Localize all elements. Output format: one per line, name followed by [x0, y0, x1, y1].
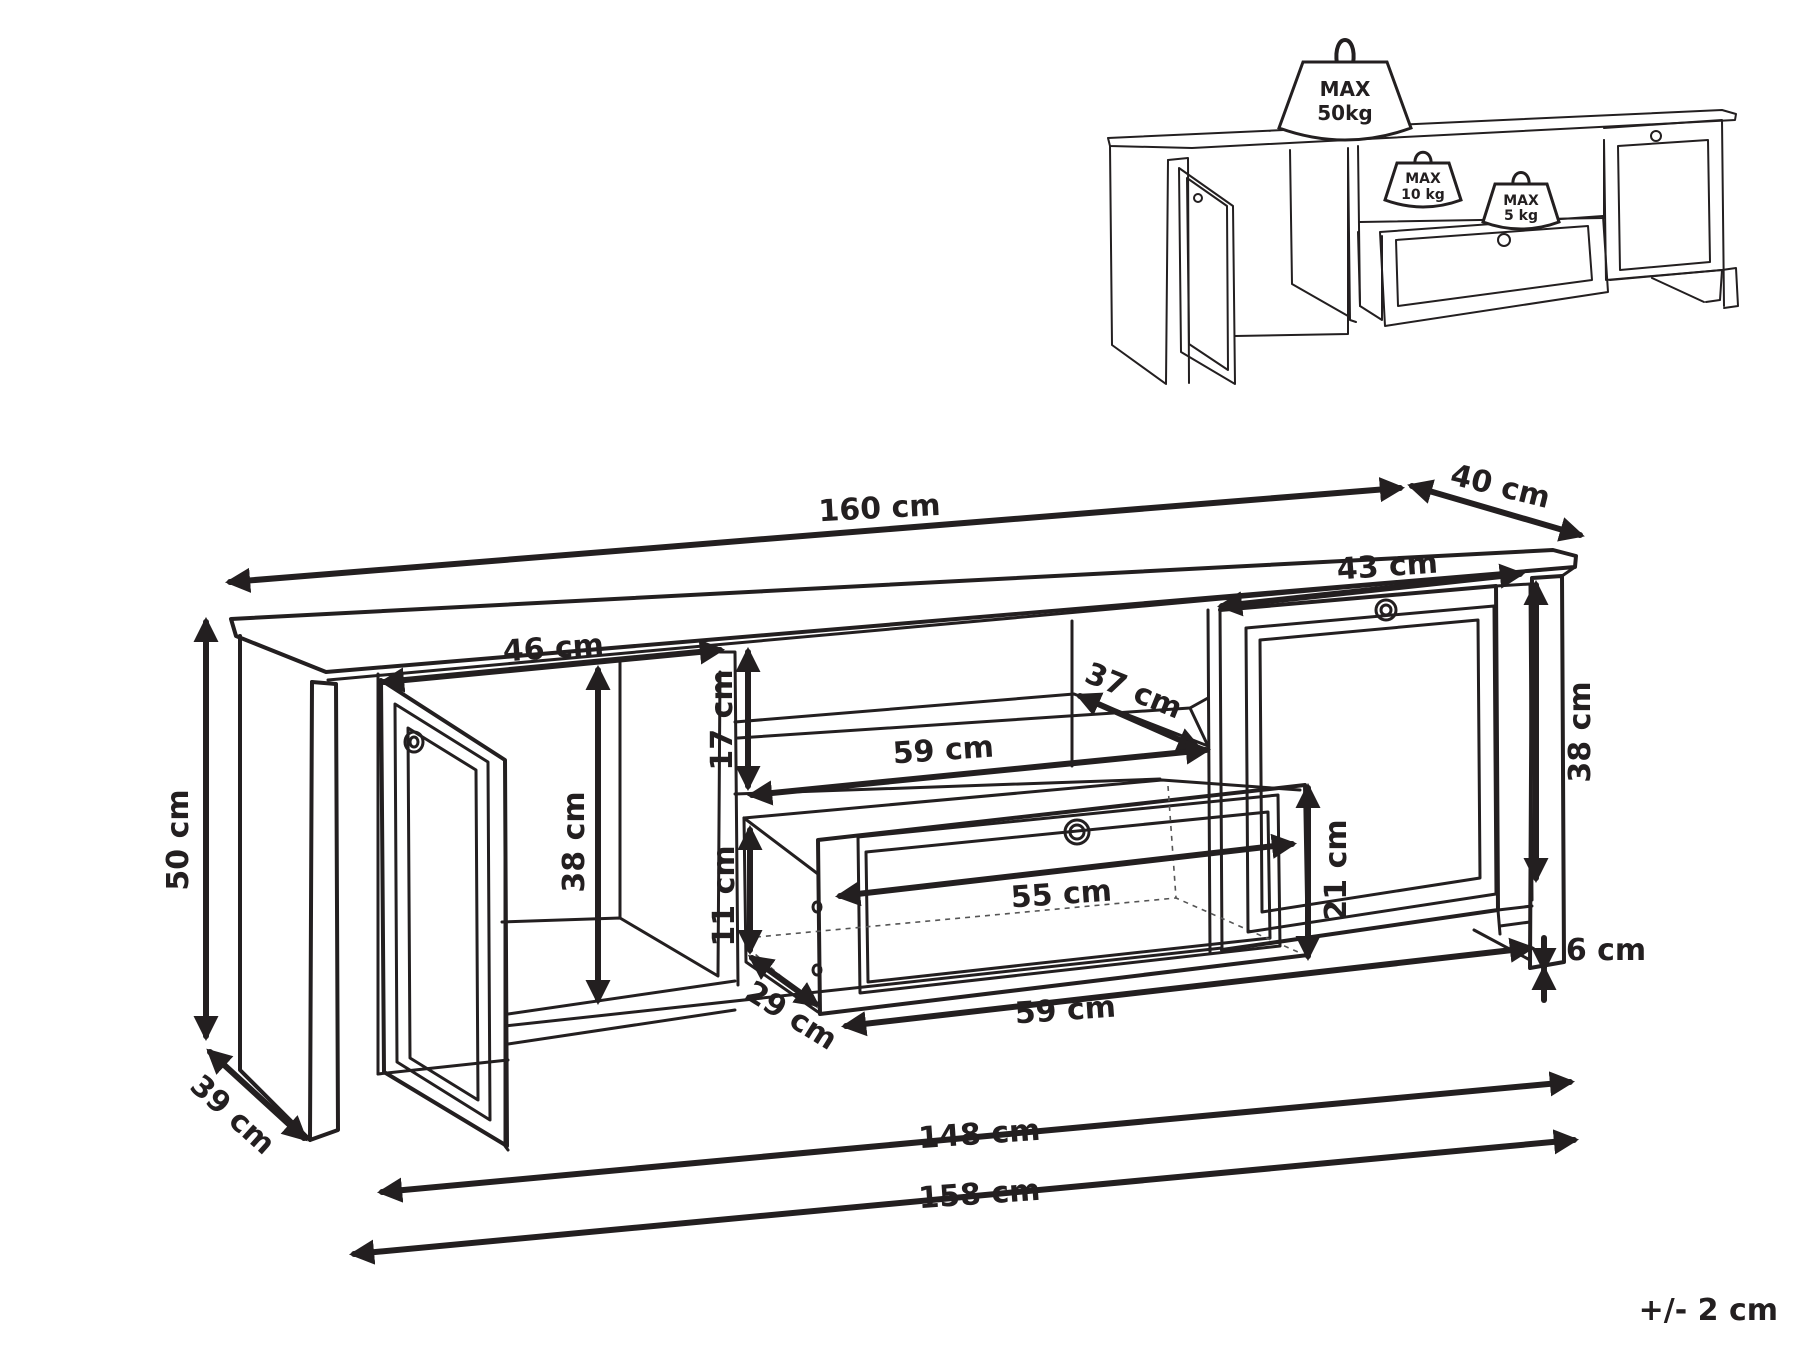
label-right-door-width: 43 cm [1336, 546, 1439, 588]
tv-stand-drawing [229, 548, 1578, 1152]
label-base-width: 158 cm [917, 1173, 1041, 1216]
label-drawer-front-height: 21 cm [1319, 819, 1354, 920]
weight-10kg-line2: 10 kg [1401, 187, 1445, 203]
label-depth-top: 40 cm [1447, 458, 1554, 516]
overview-sketch: MAX 50kg MAX 10 kg MAX 5 kg [1107, 38, 1739, 385]
weight-10kg-icon: MAX 10 kg [1383, 150, 1463, 209]
tolerance-note: +/- 2 cm [1639, 1293, 1778, 1328]
label-total-height: 50 cm [161, 789, 196, 890]
label-left-compartment-width: 46 cm [502, 628, 605, 670]
weight-50kg-line1: MAX [1320, 77, 1371, 101]
label-drawer-inner-width: 55 cm [1010, 874, 1113, 916]
label-leg-height: 6 cm [1566, 933, 1646, 968]
left-door-knob-icon [403, 730, 425, 754]
label-left-compartment-height: 38 cm [557, 791, 592, 892]
weight-5kg-line1: MAX [1503, 193, 1539, 209]
label-drawer-inner-height: 11 cm [707, 845, 742, 946]
label-inner-width: 148 cm [917, 1113, 1041, 1156]
label-shelf-width: 59 cm [892, 730, 995, 772]
label-width-top: 160 cm [818, 488, 942, 529]
weight-5kg-line2: 5 kg [1504, 208, 1538, 224]
label-drawer-width: 59 cm [1014, 990, 1117, 1032]
label-shelf-height: 17 cm [705, 669, 740, 770]
label-body-depth: 39 cm [183, 1068, 282, 1162]
weight-50kg-line2: 50kg [1317, 101, 1372, 125]
dimension-lines [193, 477, 1585, 1265]
weight-5kg-icon: MAX 5 kg [1481, 171, 1561, 231]
label-right-compartment-height: 38 cm [1563, 681, 1598, 782]
right-door [1218, 582, 1534, 952]
weight-10kg-line1: MAX [1405, 171, 1441, 187]
weight-50kg-icon: MAX 50kg [1277, 38, 1413, 142]
